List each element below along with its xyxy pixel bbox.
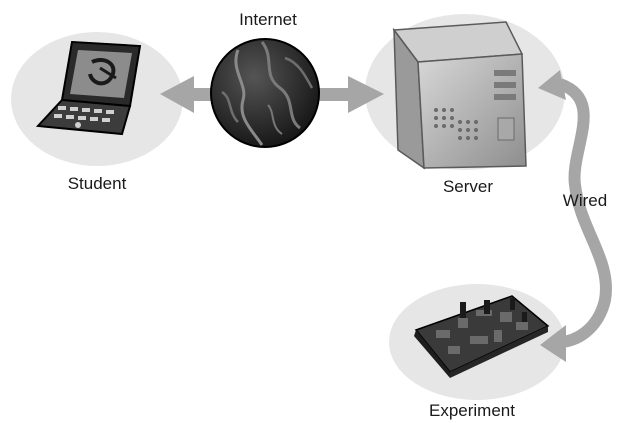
arrow-internet-to-server	[318, 76, 384, 113]
arrow-internet-to-student	[160, 76, 216, 113]
circuit-board-icon	[414, 295, 550, 378]
laptop-icon	[35, 40, 142, 136]
server-tower-icon	[392, 21, 527, 170]
internet-label: Internet	[239, 10, 297, 29]
experiment-label: Experiment	[429, 401, 515, 420]
wired-connection	[538, 70, 612, 362]
server-label: Server	[443, 177, 493, 196]
student-label: Student	[68, 174, 127, 193]
globe-icon	[210, 38, 320, 148]
wired-label: Wired	[563, 191, 607, 210]
